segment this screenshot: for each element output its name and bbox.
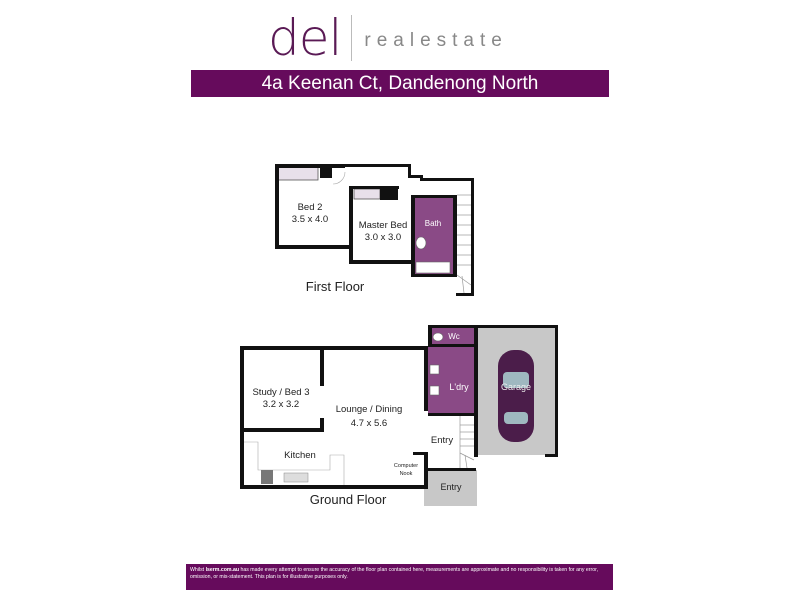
kitchen-bench [244,441,345,485]
laundry-floor [428,344,475,415]
room-label-garage: Garage [501,382,531,392]
ground-floor-title: Ground Floor [310,492,387,507]
logo-divider [351,15,353,61]
room-label-wc: Wc [448,332,460,341]
disclaimer-prefix: Whilst [190,567,206,573]
door-swing-icon [332,171,346,185]
room-label-lounge: Lounge / Dining [336,404,403,415]
washer-icon [429,385,440,396]
room-size-bed-2: 3.5 x 4.0 [292,214,328,225]
wc-floor [432,328,475,345]
car-icon [498,350,534,442]
wardrobe-icon [353,188,381,200]
disclaimer-text: has made every attempt to ensure the acc… [190,567,599,580]
disclaimer: Whilst lserm.com.au has made every attem… [186,564,613,590]
room-label-computer-nook: Computer [394,463,418,469]
room-label-computer-nook-2: Nook [400,471,413,477]
stairs-icon [459,416,475,469]
room-size-master-bed: 3.0 x 3.0 [365,232,401,243]
room-size-lounge: 4.7 x 5.6 [351,418,387,429]
sink-icon [283,472,309,483]
room-label-bath: Bath [425,219,441,228]
first-floor-plan: Bed 2 3.5 x 4.0 Master Bed 3.0 x 3.0 Bat… [275,164,474,296]
room-label-bed-2: Bed 2 [298,202,323,213]
address-banner: 4a Keenan Ct, Dandenong North [191,70,609,97]
disclaimer-site: lserm.com.au [205,567,240,573]
room-label-entry: Entry [431,435,453,446]
stairs-icon [456,194,472,294]
cooktop-icon [261,470,273,484]
logo-main-text: del [268,9,342,67]
logo-sub-text: realestate [364,30,508,51]
ground-floor-walls [240,325,558,489]
toilet-icon [432,332,444,342]
dryer-icon [429,364,440,375]
company-logo: del realestate [268,12,508,64]
room-label-entry-porch: Entry [440,482,462,492]
bathtub-icon [415,261,451,274]
first-floor-walls [275,164,474,296]
toilet-icon [415,236,427,250]
entry-porch-floor [424,470,477,506]
first-floor-title: First Floor [306,279,365,294]
wardrobe-icon [277,165,319,181]
room-label-study: Study / Bed 3 [252,387,309,398]
ground-floor-plan: Study / Bed 3 3.2 x 3.2 Lounge / Dining … [240,325,558,507]
room-size-study: 3.2 x 3.2 [263,399,299,410]
room-label-master-bed: Master Bed [359,220,408,231]
room-label-laundry: L'dry [449,382,469,392]
room-label-kitchen: Kitchen [284,450,316,461]
